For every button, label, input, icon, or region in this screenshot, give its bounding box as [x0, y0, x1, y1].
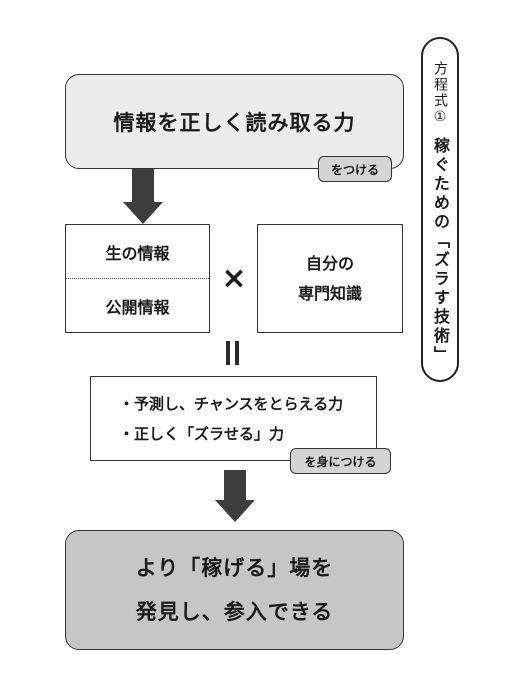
- result-item-2: ・正しく「ズラせる」力: [119, 424, 285, 443]
- top-box: 情報を正しく読み取る力: [65, 74, 404, 169]
- arrow-head: [215, 500, 255, 522]
- equals-sign: [223, 341, 243, 367]
- expertise-line-1: 自分の: [305, 253, 354, 273]
- public-info-label: 公開情報: [105, 297, 170, 317]
- outcome-box: より「稼げる」場を 発見し、参入できる: [65, 530, 404, 650]
- arrow-head: [123, 202, 163, 224]
- multiply-sign: ×: [221, 261, 247, 296]
- equals-bar: [226, 341, 230, 365]
- outcome-line-1: より「稼げる」場を: [135, 556, 334, 580]
- result-box-tag-text: を身につける: [304, 454, 377, 469]
- result-box: ・予測し、チャンスをとらえる力 ・正しく「ズラせる」力: [90, 376, 377, 461]
- equals-bar: [235, 341, 239, 365]
- dotted-divider: [66, 278, 209, 279]
- outcome-line-2: 発見し、参入できる: [135, 600, 334, 624]
- raw-info-box: 生の情報 公開情報: [65, 224, 210, 333]
- top-box-tag: をつける: [318, 156, 392, 182]
- side-title-pill: 方程式① 稼ぐための「ズラす技術」: [421, 37, 459, 382]
- arrow-shaft: [224, 470, 246, 502]
- result-box-tag: を身につける: [290, 448, 391, 474]
- top-box-tag-text: をつける: [330, 162, 379, 177]
- expertise-box: 自分の 専門知識: [257, 224, 403, 333]
- raw-info-label: 生の情報: [105, 243, 170, 263]
- result-item-1: ・予測し、チャンスをとらえる力: [119, 394, 344, 413]
- top-box-text: 情報を正しく読み取る力: [113, 110, 356, 135]
- expertise-line-2: 専門知識: [297, 283, 362, 303]
- equation-number-label: 方程式①: [432, 61, 448, 127]
- side-title: 稼ぐための「ズラす技術」: [431, 137, 450, 365]
- arrow-shaft: [132, 169, 154, 203]
